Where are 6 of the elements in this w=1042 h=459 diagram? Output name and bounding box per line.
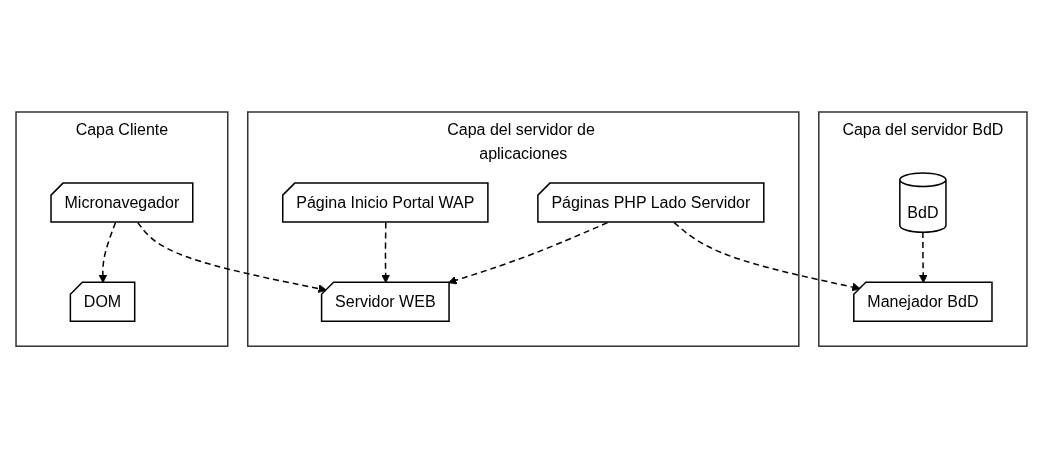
arrow — [380, 222, 390, 284]
arrow — [136, 222, 327, 294]
arrow — [918, 231, 928, 284]
arrow — [672, 222, 861, 292]
arrow — [447, 222, 608, 285]
arrow — [98, 222, 116, 284]
